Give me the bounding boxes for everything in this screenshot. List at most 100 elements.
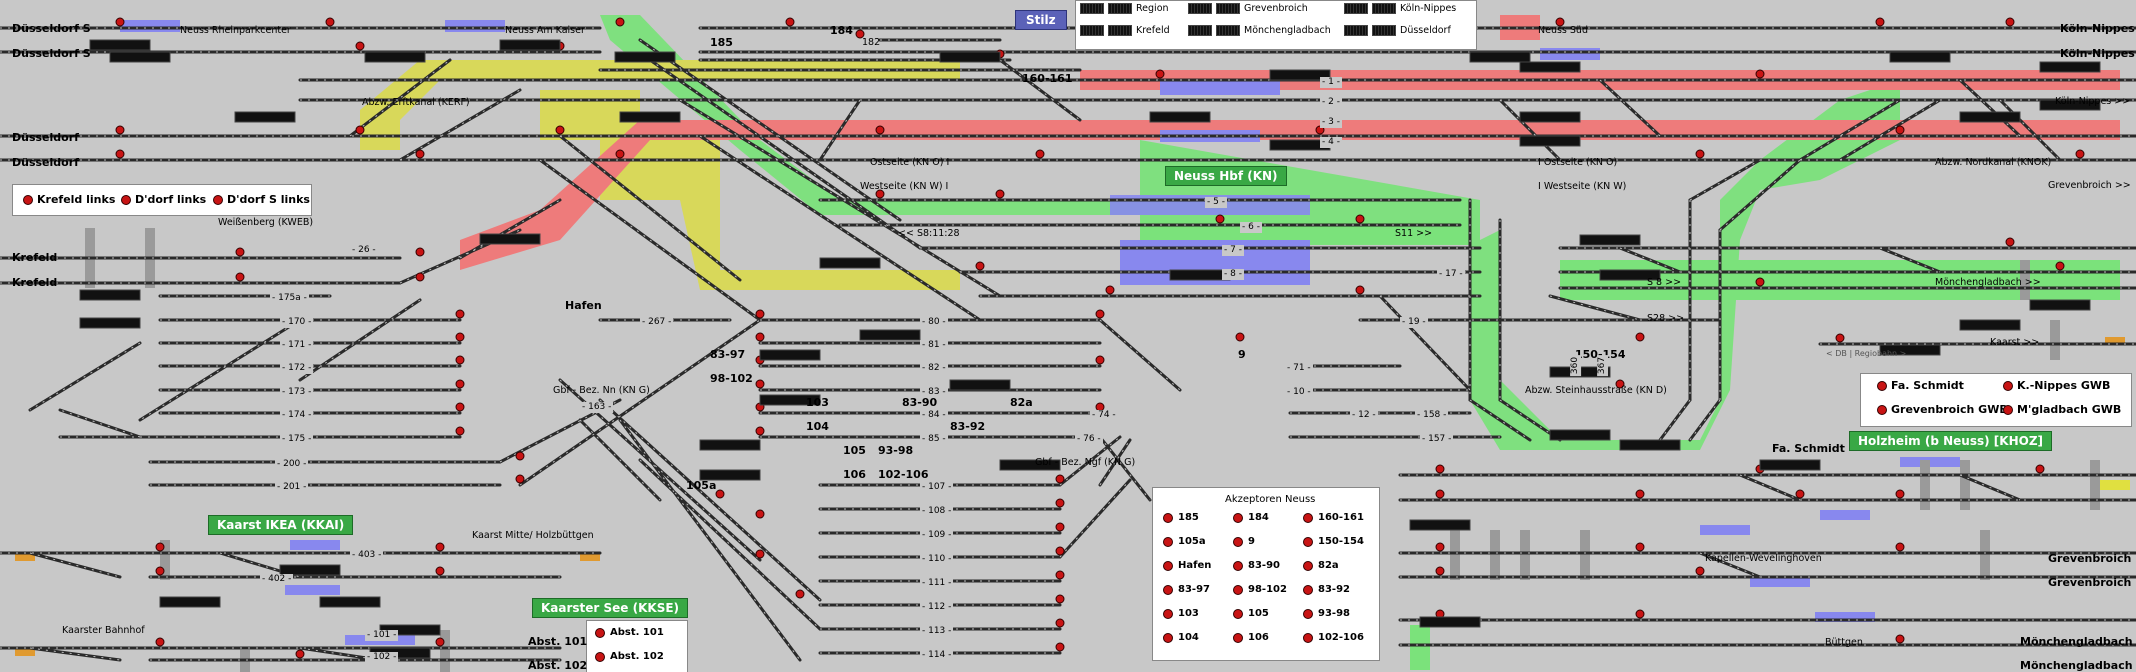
signal-icon[interactable] bbox=[755, 332, 765, 342]
signal-icon[interactable] bbox=[1155, 69, 1165, 79]
signal-icon[interactable] bbox=[1055, 570, 1065, 580]
fa-schmidt-button[interactable]: Fa. Schmidt bbox=[1877, 379, 1964, 392]
signal-icon[interactable] bbox=[1615, 379, 1625, 389]
signal-icon[interactable] bbox=[295, 649, 305, 659]
akzeptor-button[interactable]: Hafen bbox=[1163, 560, 1211, 571]
signal-icon[interactable] bbox=[1895, 634, 1905, 644]
signal-icon[interactable] bbox=[1235, 332, 1245, 342]
signal-icon[interactable] bbox=[1895, 542, 1905, 552]
signal-icon[interactable] bbox=[415, 247, 425, 257]
signal-icon[interactable] bbox=[455, 379, 465, 389]
akzeptor-button[interactable]: 184 bbox=[1233, 512, 1269, 523]
signal-icon[interactable] bbox=[715, 489, 725, 499]
signal-icon[interactable] bbox=[1895, 489, 1905, 499]
signal-icon[interactable] bbox=[795, 589, 805, 599]
signal-icon[interactable] bbox=[435, 566, 445, 576]
signal-icon[interactable] bbox=[355, 125, 365, 135]
signal-icon[interactable] bbox=[1635, 542, 1645, 552]
abst-101-button[interactable]: Abst. 101 bbox=[595, 627, 664, 638]
akzeptor-button[interactable]: 93-98 bbox=[1303, 608, 1350, 619]
signal-icon[interactable] bbox=[435, 542, 445, 552]
signal-icon[interactable] bbox=[1355, 214, 1365, 224]
akzeptor-button[interactable]: 82a bbox=[1303, 560, 1339, 571]
signal-icon[interactable] bbox=[555, 125, 565, 135]
signal-icon[interactable] bbox=[1895, 125, 1905, 135]
signal-icon[interactable] bbox=[615, 149, 625, 159]
signal-icon[interactable] bbox=[1755, 277, 1765, 287]
akzeptor-button[interactable]: 83-90 bbox=[1233, 560, 1280, 571]
signal-icon[interactable] bbox=[1555, 17, 1565, 27]
signal-icon[interactable] bbox=[875, 189, 885, 199]
signal-icon[interactable] bbox=[325, 17, 335, 27]
signal-icon[interactable] bbox=[875, 125, 885, 135]
signal-icon[interactable] bbox=[755, 509, 765, 519]
signal-icon[interactable] bbox=[435, 637, 445, 647]
signal-icon[interactable] bbox=[1215, 214, 1225, 224]
signal-icon[interactable] bbox=[1435, 566, 1445, 576]
signal-icon[interactable] bbox=[995, 189, 1005, 199]
signal-icon[interactable] bbox=[1095, 309, 1105, 319]
signal-icon[interactable] bbox=[235, 272, 245, 282]
akzeptor-button[interactable]: 83-97 bbox=[1163, 584, 1210, 595]
signal-icon[interactable] bbox=[235, 247, 245, 257]
signal-icon[interactable] bbox=[155, 637, 165, 647]
signal-icon[interactable] bbox=[2055, 261, 2065, 271]
signal-icon[interactable] bbox=[115, 149, 125, 159]
signal-icon[interactable] bbox=[1635, 609, 1645, 619]
signal-icon[interactable] bbox=[1635, 489, 1645, 499]
signal-icon[interactable] bbox=[1875, 17, 1885, 27]
krefeld-links-button[interactable]: Krefeld links bbox=[23, 193, 115, 206]
akzeptor-button[interactable]: 103 bbox=[1163, 608, 1199, 619]
signal-icon[interactable] bbox=[1635, 332, 1645, 342]
signal-icon[interactable] bbox=[2075, 149, 2085, 159]
signal-icon[interactable] bbox=[1755, 69, 1765, 79]
signal-icon[interactable] bbox=[1035, 149, 1045, 159]
signal-icon[interactable] bbox=[615, 17, 625, 27]
signal-icon[interactable] bbox=[855, 29, 865, 39]
signal-icon[interactable] bbox=[155, 566, 165, 576]
k-nippes-gwb-button[interactable]: K.-Nippes GWB bbox=[2003, 379, 2110, 392]
signal-icon[interactable] bbox=[1795, 489, 1805, 499]
signal-icon[interactable] bbox=[1695, 149, 1705, 159]
signal-icon[interactable] bbox=[1435, 489, 1445, 499]
signal-icon[interactable] bbox=[1435, 542, 1445, 552]
signal-icon[interactable] bbox=[2035, 464, 2045, 474]
signal-icon[interactable] bbox=[1355, 285, 1365, 295]
akzeptor-button[interactable]: 150-154 bbox=[1303, 536, 1364, 547]
signal-icon[interactable] bbox=[455, 402, 465, 412]
signal-icon[interactable] bbox=[1835, 333, 1845, 343]
akzeptor-button[interactable]: 104 bbox=[1163, 632, 1199, 643]
akzeptor-button[interactable]: 83-92 bbox=[1303, 584, 1350, 595]
signal-icon[interactable] bbox=[2005, 237, 2015, 247]
signal-icon[interactable] bbox=[1055, 618, 1065, 628]
signal-icon[interactable] bbox=[155, 542, 165, 552]
signal-icon[interactable] bbox=[455, 309, 465, 319]
signal-icon[interactable] bbox=[455, 355, 465, 365]
abst-102-button[interactable]: Abst. 102 bbox=[595, 651, 664, 662]
ddorf-s-links-button[interactable]: D'dorf S links bbox=[213, 193, 310, 206]
signal-icon[interactable] bbox=[755, 309, 765, 319]
grevenbroich-gwb-button[interactable]: Grevenbroich GWB bbox=[1877, 403, 2008, 416]
signal-icon[interactable] bbox=[975, 261, 985, 271]
signal-icon[interactable] bbox=[115, 17, 125, 27]
signal-icon[interactable] bbox=[1055, 642, 1065, 652]
akzeptor-button[interactable]: 105a bbox=[1163, 536, 1206, 547]
signal-icon[interactable] bbox=[1695, 566, 1705, 576]
signal-icon[interactable] bbox=[755, 379, 765, 389]
signal-icon[interactable] bbox=[1055, 546, 1065, 556]
akzeptor-button[interactable]: 106 bbox=[1233, 632, 1269, 643]
signal-icon[interactable] bbox=[1055, 522, 1065, 532]
signal-icon[interactable] bbox=[415, 149, 425, 159]
akzeptor-button[interactable]: 9 bbox=[1233, 536, 1255, 547]
signal-icon[interactable] bbox=[785, 17, 795, 27]
signal-icon[interactable] bbox=[755, 426, 765, 436]
signal-icon[interactable] bbox=[355, 41, 365, 51]
akzeptor-button[interactable]: 185 bbox=[1163, 512, 1199, 523]
signal-icon[interactable] bbox=[1055, 474, 1065, 484]
signal-icon[interactable] bbox=[1055, 594, 1065, 604]
signal-icon[interactable] bbox=[755, 549, 765, 559]
signal-icon[interactable] bbox=[115, 125, 125, 135]
akzeptor-button[interactable]: 98-102 bbox=[1233, 584, 1287, 595]
signal-icon[interactable] bbox=[1105, 285, 1115, 295]
signal-icon[interactable] bbox=[1095, 355, 1105, 365]
